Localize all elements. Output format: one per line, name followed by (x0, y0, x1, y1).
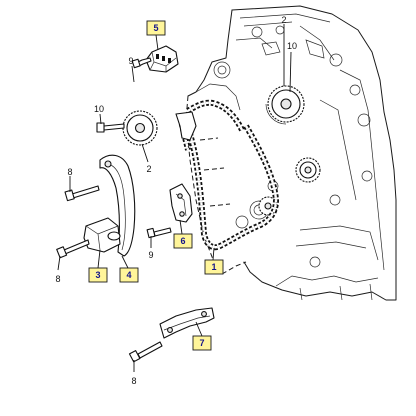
lower-guide-part-7 (159, 307, 215, 339)
svg-text:4: 4 (126, 270, 131, 280)
label-bolt-10-right: 10 (287, 41, 297, 51)
label-bolt-9-mid: 9 (148, 250, 153, 260)
bolt-8-bottom-left (56, 239, 90, 259)
callout-1: 1 (204, 259, 224, 275)
callout-7: 7 (192, 335, 212, 351)
bolt-8-bottom (128, 341, 163, 363)
label-bolt-8-bottom-left: 8 (55, 274, 60, 284)
bolt-9-mid (146, 227, 172, 239)
label-sprocket-2-right: 2 (281, 15, 286, 25)
timing-chain (177, 99, 280, 251)
bolt-8-left (64, 185, 100, 202)
callout-5: 5 (146, 20, 166, 36)
upper-chain-guide (175, 111, 197, 141)
label-bolt-10-left: 10 (94, 104, 104, 114)
svg-text:7: 7 (199, 338, 204, 348)
sprocket-right (265, 85, 305, 125)
aux-gear (295, 157, 321, 183)
part-number-labels: 9 2 10 10 2 8 9 8 8 (55, 15, 297, 386)
label-bolt-8-bottom: 8 (131, 376, 136, 386)
bolt-9-top (131, 57, 152, 69)
chain-tensioner-part-5 (145, 45, 179, 73)
label-sprocket-2-left: 2 (146, 164, 151, 174)
svg-text:1: 1 (211, 262, 216, 272)
svg-text:6: 6 (180, 236, 185, 246)
label-bolt-9-top: 9 (128, 56, 133, 66)
callout-6: 6 (173, 233, 193, 249)
hydraulic-tensioner-part-3 (83, 217, 121, 253)
sprocket-left (122, 110, 158, 146)
callout-3: 3 (88, 267, 108, 283)
callout-4: 4 (119, 267, 139, 283)
tensioner-arm-part-4 (99, 154, 136, 257)
svg-text:5: 5 (153, 23, 158, 33)
label-bolt-8-left: 8 (67, 167, 72, 177)
fixed-guide-part-6 (169, 183, 193, 223)
svg-text:3: 3 (95, 270, 100, 280)
leader-lines (57, 24, 292, 372)
bolt-10-left (96, 122, 125, 133)
